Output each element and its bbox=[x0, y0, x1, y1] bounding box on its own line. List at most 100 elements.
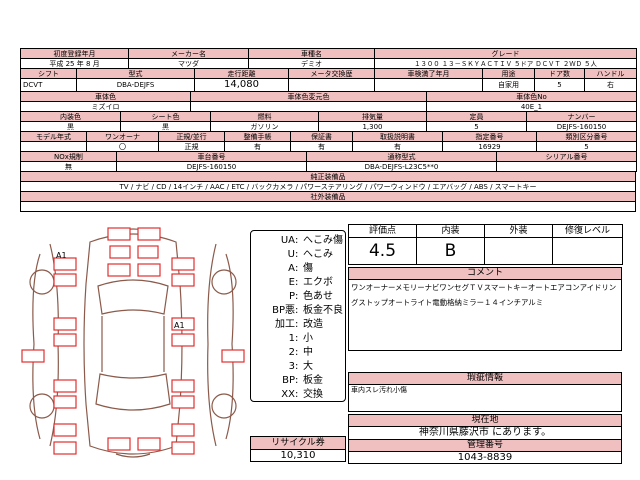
header-color-change: 車体色変元色 bbox=[190, 91, 427, 102]
damage-box[interactable] bbox=[53, 395, 77, 409]
header-doors: ドア数 bbox=[534, 68, 585, 79]
location-label: 現在地 bbox=[349, 415, 621, 427]
header-designation-no: 指定番号 bbox=[442, 131, 537, 142]
damage-box[interactable] bbox=[171, 317, 195, 331]
header-displacement: 排気量 bbox=[318, 111, 427, 122]
legend-meaning: 中 bbox=[303, 347, 313, 358]
legend-meaning: へこみ傷 bbox=[303, 235, 343, 246]
damage-box[interactable] bbox=[171, 257, 195, 271]
damage-box[interactable] bbox=[53, 273, 77, 287]
header-grade: グレード bbox=[374, 48, 637, 59]
value-oem-equipment: TV / ナビ / CD / 14インチ / AAC / ETC / バックカメ… bbox=[20, 181, 636, 192]
header-maker: メーカー名 bbox=[128, 48, 249, 59]
recycle-box: リサイクル券 10,310 bbox=[250, 436, 346, 462]
legend-code: 2 bbox=[288, 347, 295, 358]
legend-code: 1 bbox=[288, 333, 295, 344]
header-handle: ハンドル bbox=[584, 68, 637, 79]
spec-row-6: NOx規制 車台番号 通称型式 シリアル番号 無 DEJFS-160150 DB… bbox=[20, 151, 637, 172]
damage-box[interactable] bbox=[171, 333, 195, 347]
comment-text: ワンオーナーメモリーナビワンセグＴＶスマートキーオートエアコンアイドリングストッ… bbox=[351, 283, 617, 307]
spec-row-3: 車体色 車体色変元色 車体色No ミズイロ 40E_1 bbox=[20, 91, 637, 112]
damage-box[interactable] bbox=[21, 349, 45, 363]
legend-code: BP悪 bbox=[272, 305, 295, 316]
damage-box[interactable] bbox=[53, 379, 77, 393]
value-aftermarket bbox=[20, 201, 636, 212]
damage-box[interactable] bbox=[107, 437, 131, 451]
damage-box[interactable] bbox=[137, 437, 161, 451]
damage-box[interactable] bbox=[137, 245, 159, 259]
damage-box[interactable] bbox=[107, 227, 131, 241]
header-seat-color: シート色 bbox=[120, 111, 211, 122]
value-repair-level bbox=[552, 237, 623, 265]
damage-box[interactable] bbox=[171, 273, 195, 287]
damage-box[interactable] bbox=[137, 263, 161, 277]
legend-separator: : bbox=[295, 291, 299, 302]
value-grade: １３００ １３－ＳＫＹＡＣＴＩＶ ５ドア ＤＣＶＴ ２ＷＤ ５人 bbox=[374, 58, 637, 69]
damage-box[interactable] bbox=[171, 423, 195, 437]
legend-code: UA bbox=[280, 235, 295, 246]
value-interior: B bbox=[416, 237, 485, 265]
legend-code: U bbox=[287, 249, 295, 260]
value-manual: 有 bbox=[352, 141, 443, 152]
legend-separator: : bbox=[295, 319, 299, 330]
damage-box[interactable] bbox=[53, 441, 77, 455]
value-body-color: ミズイロ bbox=[20, 101, 191, 112]
legend-separator: : bbox=[295, 347, 299, 358]
value-handle: 右 bbox=[584, 78, 637, 92]
legend-meaning: 改造 bbox=[303, 319, 323, 330]
value-exterior bbox=[484, 237, 553, 265]
damage-box[interactable] bbox=[171, 441, 195, 455]
legend-separator: : bbox=[295, 333, 299, 344]
spec-row-4: 内装色 シート色 燃料 排気量 定員 ナンバー 黒 黒 ガソリン 1,300 5… bbox=[20, 111, 637, 132]
value-maker: マツダ bbox=[128, 58, 249, 69]
damage-box[interactable] bbox=[171, 379, 195, 393]
value-displacement: 1,300 bbox=[318, 121, 427, 132]
value-one-owner: 〇 bbox=[86, 141, 159, 152]
location-box: 現在地 神奈川県藤沢市 にあります。 管理番号 1043-8839 bbox=[348, 414, 622, 464]
value-color-no: 40E_1 bbox=[426, 101, 637, 112]
header-body-color: 車体色 bbox=[20, 91, 191, 102]
damage-box[interactable] bbox=[107, 263, 131, 277]
damage-box[interactable] bbox=[137, 227, 161, 241]
damage-box[interactable] bbox=[171, 395, 195, 409]
header-chassis-no: 車台番号 bbox=[116, 151, 307, 162]
legend-code: E bbox=[288, 277, 295, 288]
damage-box[interactable] bbox=[221, 349, 245, 363]
damage-box[interactable] bbox=[109, 245, 131, 259]
value-chassis-no: DEJFS-160150 bbox=[116, 161, 307, 172]
header-class-no: 類別区分番号 bbox=[536, 131, 637, 142]
legend-separator: : bbox=[295, 263, 299, 274]
value-fuel: ガソリン bbox=[210, 121, 319, 132]
comment-box: コメント ワンオーナーメモリーナビワンセグＴＶスマートキーオートエアコンアイドリ… bbox=[348, 267, 622, 351]
legend-meaning: 大 bbox=[303, 361, 313, 372]
damage-box[interactable] bbox=[53, 333, 77, 347]
legend-separator: : bbox=[295, 375, 299, 386]
legend-meaning: 小 bbox=[303, 333, 313, 344]
damage-box[interactable] bbox=[53, 317, 77, 331]
header-shift: シフト bbox=[20, 68, 77, 79]
damage-box[interactable] bbox=[53, 257, 77, 271]
manage-text: 1043-8839 bbox=[457, 452, 513, 463]
damage-mark: A1 bbox=[56, 251, 67, 260]
legend-meaning: 板金 bbox=[303, 375, 323, 386]
header-mileage: 走行距離 bbox=[194, 68, 289, 79]
comment-label: コメント bbox=[349, 268, 621, 280]
header-interior: 内装 bbox=[416, 224, 485, 238]
value-model-year bbox=[20, 141, 87, 152]
legend-code: P bbox=[288, 291, 295, 302]
damage-mark: A1 bbox=[174, 321, 185, 330]
legend-code: BP bbox=[282, 375, 295, 386]
evaluation-panel: 評価点 内装 外装 修復レベル 4.5 B コメント ワンオーナーメモリーナビワ… bbox=[348, 224, 623, 464]
header-number: ナンバー bbox=[526, 111, 637, 122]
value-meter-change bbox=[288, 78, 375, 92]
value-seat-color: 黒 bbox=[120, 121, 211, 132]
value-mileage: 14,080 bbox=[194, 78, 289, 92]
header-aftermarket: 社外装備品 bbox=[20, 191, 636, 202]
value-serial-no bbox=[496, 161, 637, 172]
legend-code: A bbox=[288, 263, 295, 274]
legend-meaning: エクボ bbox=[303, 277, 333, 288]
damage-box[interactable] bbox=[53, 423, 77, 437]
header-import: 正規/並行 bbox=[158, 131, 225, 142]
legend-meaning: 傷 bbox=[303, 263, 313, 274]
header-service-book: 整備手帳 bbox=[224, 131, 291, 142]
